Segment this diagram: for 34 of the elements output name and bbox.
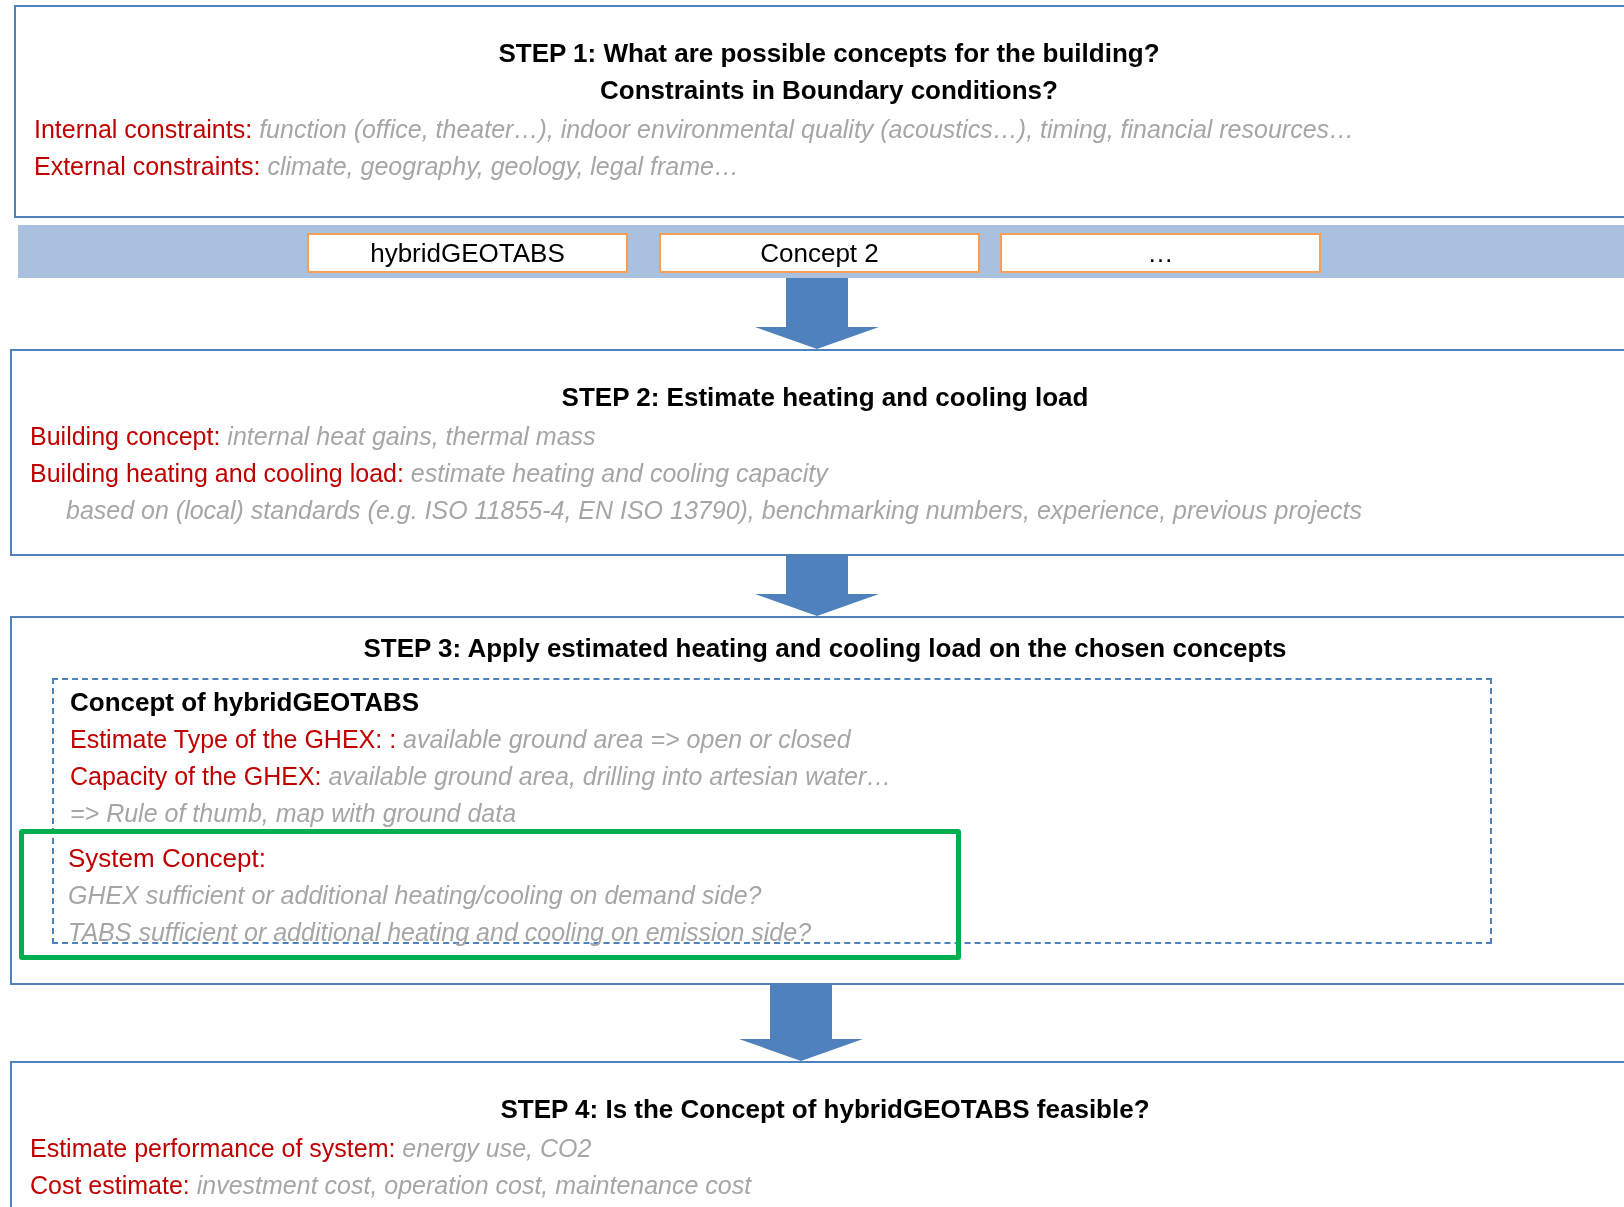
concept-band — [18, 225, 1624, 278]
description-text: External constraints: climate, geography, geology, legal frame… — [34, 151, 739, 182]
concept-box — [307, 233, 628, 273]
concept-box — [1000, 233, 1321, 273]
description-text: Cost estimate: investment cost, operation cost, maintenance cost — [30, 1170, 752, 1201]
description-text: Internal constraints: function (office, theater…), indoor environmental quality (acoustics…), timing, financial resources… — [34, 114, 1355, 145]
highlight-box — [19, 829, 961, 960]
description-text: Building concept: internal heat gains, thermal mass — [30, 421, 596, 452]
block-arrow — [739, 985, 863, 1061]
description-text: GHEX sufficient or additional heating/cooling on demand side? — [68, 880, 762, 911]
concept-label: Concept 2 — [760, 237, 879, 269]
concept-label: … — [1147, 237, 1174, 269]
description-text: based on (local) standards (e.g. ISO 11855-4, EN ISO 13790), benchmarking numbers, experience, previous projects — [66, 495, 1363, 526]
step-heading: STEP 2: Estimate heating and cooling load — [561, 381, 1089, 414]
concept-label: hybridGEOTABS — [370, 237, 565, 269]
block-arrow — [755, 556, 879, 616]
description-text: TABS sufficient or additional heating and cooling on emission side? — [68, 917, 812, 948]
section-heading: System Concept: — [68, 842, 266, 875]
description-text: Estimate performance of system: energy use, CO2 — [30, 1133, 592, 1164]
dashed-concept-box — [52, 678, 1492, 944]
section-heading: Concept of hybridGEOTABS — [70, 686, 420, 719]
description-text: Estimate Type of the GHEX: : available ground area => open or closed — [70, 724, 851, 755]
description-text: => Rule of thumb, map with ground data — [70, 798, 517, 829]
step-heading: STEP 1: What are possible concepts for the building? Constraints in Boundary conditions? — [497, 37, 1161, 107]
step-box — [10, 349, 1624, 556]
concept-box — [659, 233, 980, 273]
block-arrow — [755, 278, 879, 349]
step-box — [14, 5, 1624, 218]
step-box — [10, 1061, 1624, 1207]
step-heading: STEP 3: Apply estimated heating and cooling load on the chosen concepts — [363, 632, 1287, 665]
step-box — [10, 616, 1624, 985]
description-text: Building heating and cooling load: estimate heating and cooling capacity — [30, 458, 828, 489]
step-heading: STEP 4: Is the Concept of hybridGEOTABS feasible? — [500, 1093, 1150, 1126]
description-text: Capacity of the GHEX: available ground area, drilling into artesian water… — [70, 761, 892, 792]
